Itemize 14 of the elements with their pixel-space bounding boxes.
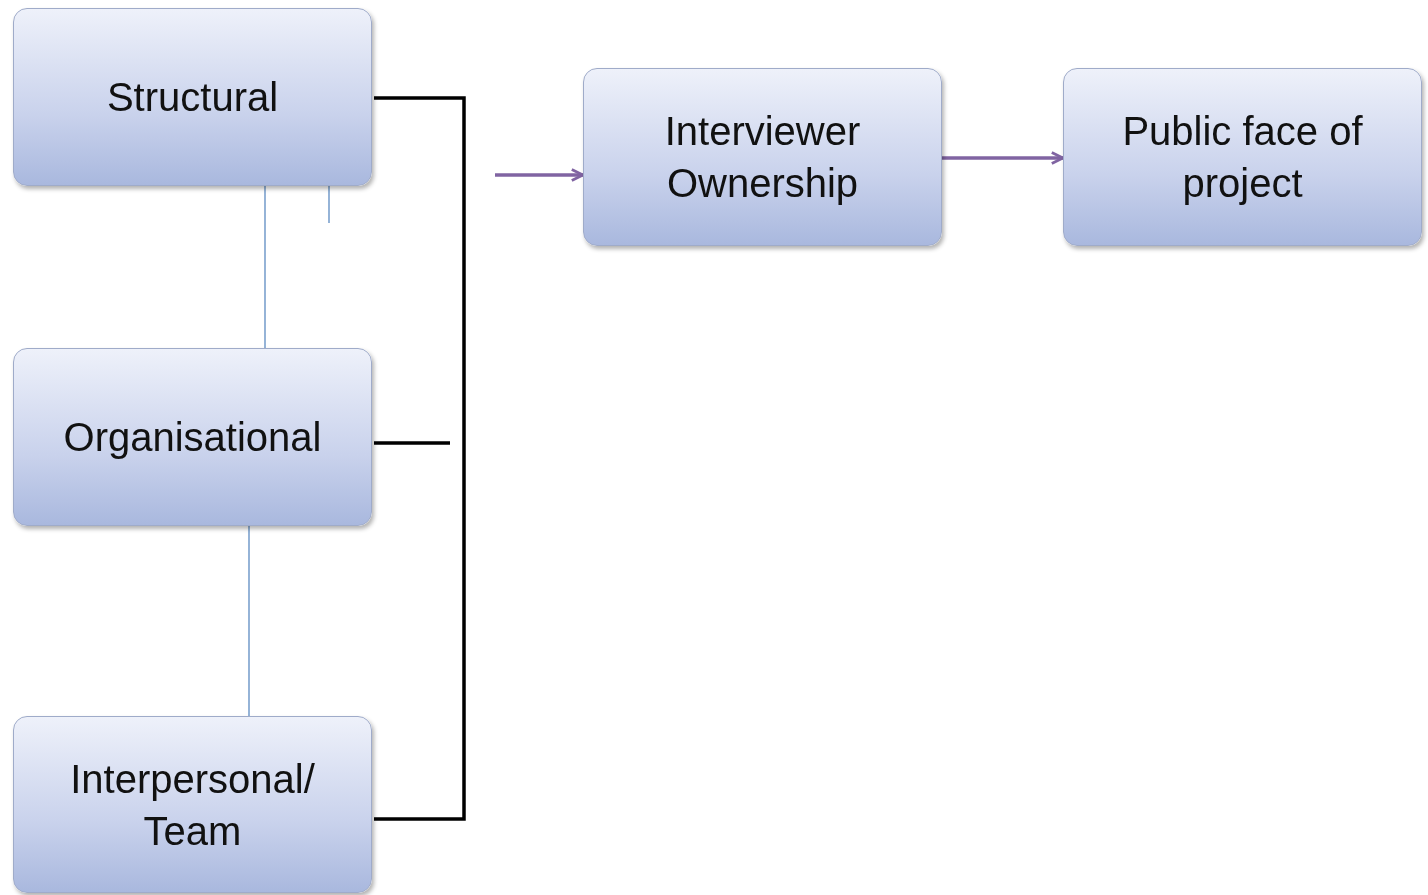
process-box — [13, 8, 372, 186]
connector-line — [264, 185, 266, 349]
box-label: Interviewer Ownership — [663, 108, 862, 207]
box-label: Organisational — [63, 414, 322, 461]
box-label: Interpersonal/ Team — [69, 755, 316, 855]
process-box — [583, 68, 942, 246]
process-box — [13, 716, 372, 893]
process-box — [13, 348, 372, 526]
arrow — [495, 168, 585, 182]
box-label: Public face of project — [1121, 108, 1364, 207]
arrow — [942, 151, 1065, 165]
process-box — [1063, 68, 1422, 246]
connector-line — [248, 525, 250, 717]
box-label: Structural — [106, 74, 279, 121]
